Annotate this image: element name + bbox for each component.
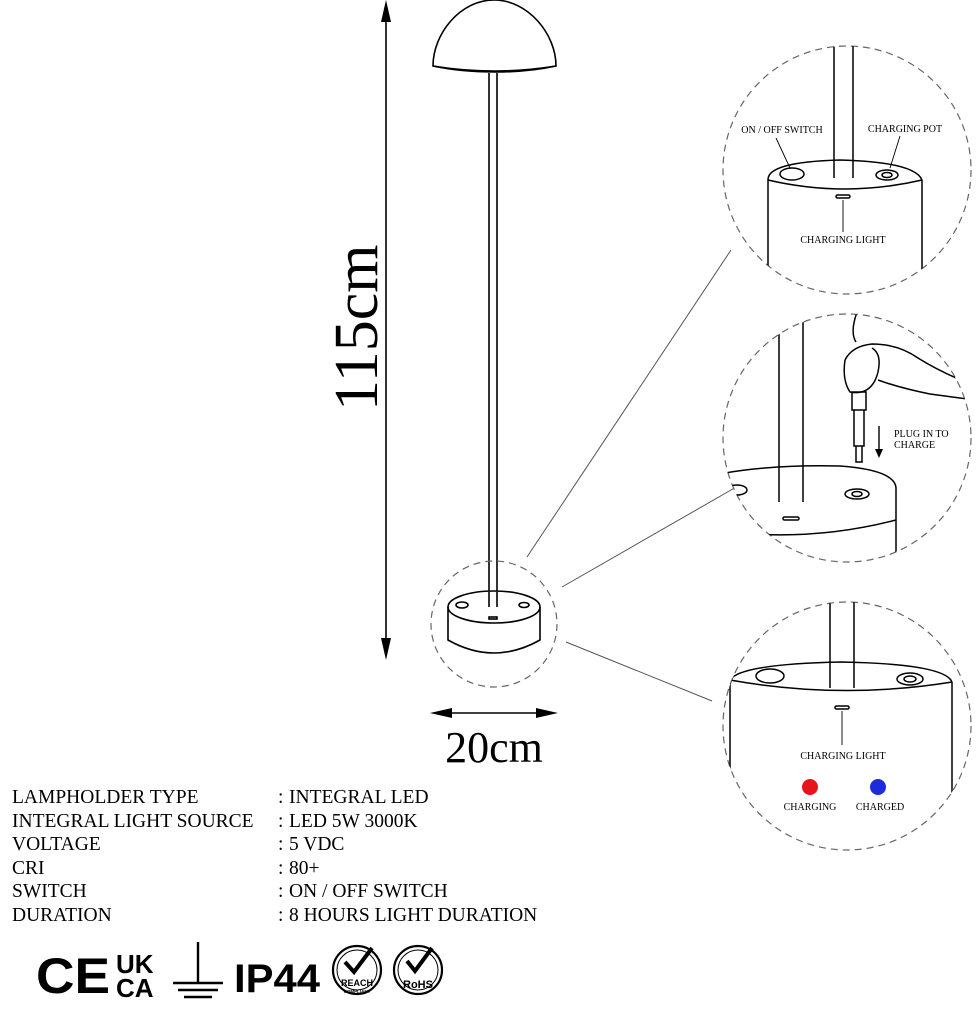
base-detail-circle: [430, 560, 558, 688]
port-detail-mid: [844, 488, 870, 500]
switch-detail: [779, 167, 805, 181]
spec-sep: :: [278, 834, 284, 855]
spec-row: LAMPHOLDER TYPE:INTEGRAL LED: [12, 786, 612, 810]
spec-label: CRI: [12, 857, 45, 879]
spec-row: SWITCH:ON / OFF SWITCH: [12, 880, 612, 904]
callout-indicator-detail: CHARGING LIGHT CHARGING CHARGED: [722, 601, 972, 851]
width-label: 20cm: [445, 723, 543, 772]
spec-value: 80+: [289, 857, 320, 879]
port-detail: [875, 169, 899, 181]
ip-rating: IP44: [234, 957, 321, 1001]
light-label-top: CHARGING LIGHT: [800, 235, 885, 246]
ce-mark: CE: [36, 948, 110, 1004]
base-switch: [455, 601, 469, 609]
svg-text:COMPLIANT: COMPLIANT: [344, 989, 371, 994]
callout-plug-detail: PLUG IN TO CHARGE: [722, 313, 972, 563]
plug-icon: [851, 391, 867, 463]
light-label-bottom: CHARGING LIGHT: [800, 751, 885, 762]
spec-value: 8 HOURS LIGHT DURATION: [289, 904, 538, 926]
spec-value: ON / OFF SWITCH: [289, 881, 448, 902]
charging-indicator-dot: [802, 779, 818, 795]
spec-row: VOLTAGE:5 VDC: [12, 833, 612, 857]
spec-label: DURATION: [12, 904, 112, 926]
charged-label: CHARGED: [856, 802, 904, 813]
height-label: 115cm: [323, 245, 391, 411]
spec-sep: :: [278, 857, 284, 879]
height-dimension: 115cm: [323, 0, 391, 660]
lamp-base-body: [447, 607, 541, 654]
spec-value: 5 VDC: [289, 834, 345, 855]
ukca-mark-line1: UK: [116, 949, 154, 979]
plug-label-line2: CHARGE: [894, 440, 935, 451]
spec-sep: :: [278, 787, 284, 808]
spec-row: CRI:80+: [12, 857, 612, 881]
plug-label-line1: PLUG IN TO: [894, 429, 949, 440]
rohs-icon: RoHS: [392, 944, 444, 996]
light-detail: [835, 194, 851, 199]
spec-label: VOLTAGE: [12, 834, 101, 855]
switch-label: ON / OFF SWITCH: [741, 125, 822, 136]
lamp-shade: [432, 0, 557, 73]
reach-icon: REACH COMPLIANT: [331, 944, 383, 996]
spec-sep: :: [278, 881, 284, 902]
spec-sep: :: [278, 904, 284, 926]
spec-sep: :: [278, 810, 284, 832]
charged-indicator-dot: [870, 779, 886, 795]
spec-label: SWITCH: [12, 881, 87, 902]
ground-icon: [173, 942, 223, 999]
charging-label: CHARGING: [784, 802, 837, 813]
spec-label: LAMPHOLDER TYPE: [12, 787, 199, 808]
svg-text:RoHS: RoHS: [403, 979, 433, 991]
base-port: [518, 601, 530, 609]
cable: [852, 314, 863, 343]
callout-switch-detail: ON / OFF SWITCH CHARGING POT CHARGING LI…: [722, 45, 972, 295]
certification-logos: CE UK CA IP44 REACH COMPLIANT RoHS: [36, 942, 444, 1004]
hand-icon: [843, 343, 971, 401]
spec-value: LED 5W 3000K: [289, 810, 418, 832]
light-detail-bottom: [834, 705, 850, 710]
spec-row: DURATION:8 HOURS LIGHT DURATION: [12, 904, 612, 928]
spec-value: INTEGRAL LED: [289, 787, 429, 808]
port-label: CHARGING POT: [868, 124, 942, 135]
svg-text:REACH: REACH: [341, 978, 373, 988]
width-dimension: 20cm: [430, 708, 558, 772]
callout-leaders: [526, 249, 739, 702]
lamp-elevation: [432, 0, 557, 654]
spec-label: INTEGRAL LIGHT SOURCE: [12, 810, 254, 832]
base-indicator: [488, 616, 498, 620]
lamp-shade-rim: [432, 65, 557, 72]
spec-row: INTEGRAL LIGHT SOURCE:LED 5W 3000K: [12, 810, 612, 834]
ukca-mark-line2: CA: [116, 973, 154, 1003]
